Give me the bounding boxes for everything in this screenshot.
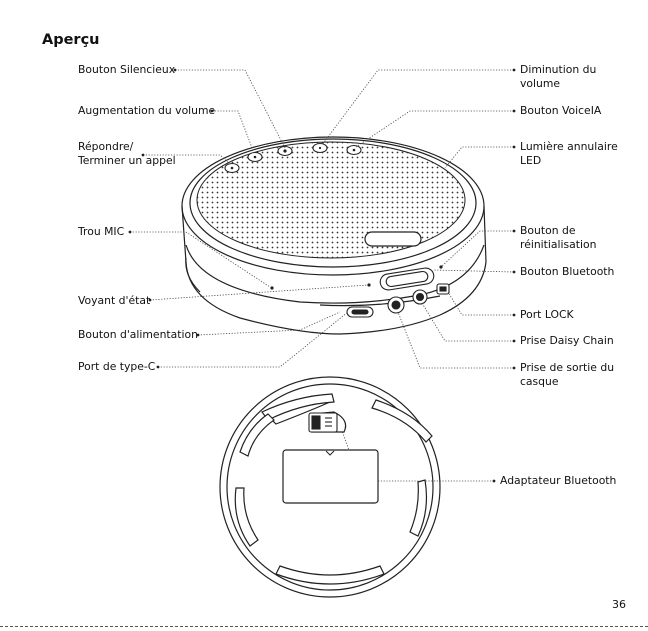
status-indicator-icon (367, 283, 371, 287)
label-status-indicator: Voyant d'état (78, 294, 151, 307)
label-led-ring-light: Lumière annulaire LED (520, 140, 618, 167)
mic-hole-icon (270, 286, 274, 290)
label-volume-up: Augmentation du volume (78, 104, 216, 117)
speaker-grille (196, 141, 466, 259)
reset-hole-icon (439, 265, 443, 269)
leader-lines (130, 69, 515, 482)
label-bluetooth-adapter: Adaptateur Bluetooth (500, 474, 617, 487)
page-title: Aperçu (42, 32, 100, 48)
label-lock-port: Port LOCK (520, 308, 574, 321)
label-daisy-chain-jack: Prise Daisy Chain (520, 334, 614, 347)
bottom-rule (0, 626, 648, 627)
speakerphone-bottom-view (219, 376, 441, 598)
label-answer-end-call: Répondre/ Terminer un appel (78, 140, 176, 167)
label-reset-button: Bouton de réinitialisation (520, 224, 597, 251)
page-number: 36 (612, 598, 626, 611)
label-mute-button: Bouton Silencieux (78, 63, 176, 76)
label-volume-down: Diminution du volume (520, 63, 597, 90)
label-voice-ai-button: Bouton VoiceIA (520, 104, 602, 117)
label-type-c-port: Port de type-C (78, 360, 156, 373)
label-bluetooth-button: Bouton Bluetooth (520, 265, 615, 278)
reset-button-pill (364, 231, 422, 247)
label-power-button: Bouton d'alimentation (78, 328, 198, 341)
side-ports (346, 267, 450, 318)
label-mic-hole: Trou MIC (78, 225, 125, 238)
bluetooth-adapter-icon (308, 412, 338, 433)
label-headset-jack: Prise de sortie du casque (520, 361, 615, 388)
